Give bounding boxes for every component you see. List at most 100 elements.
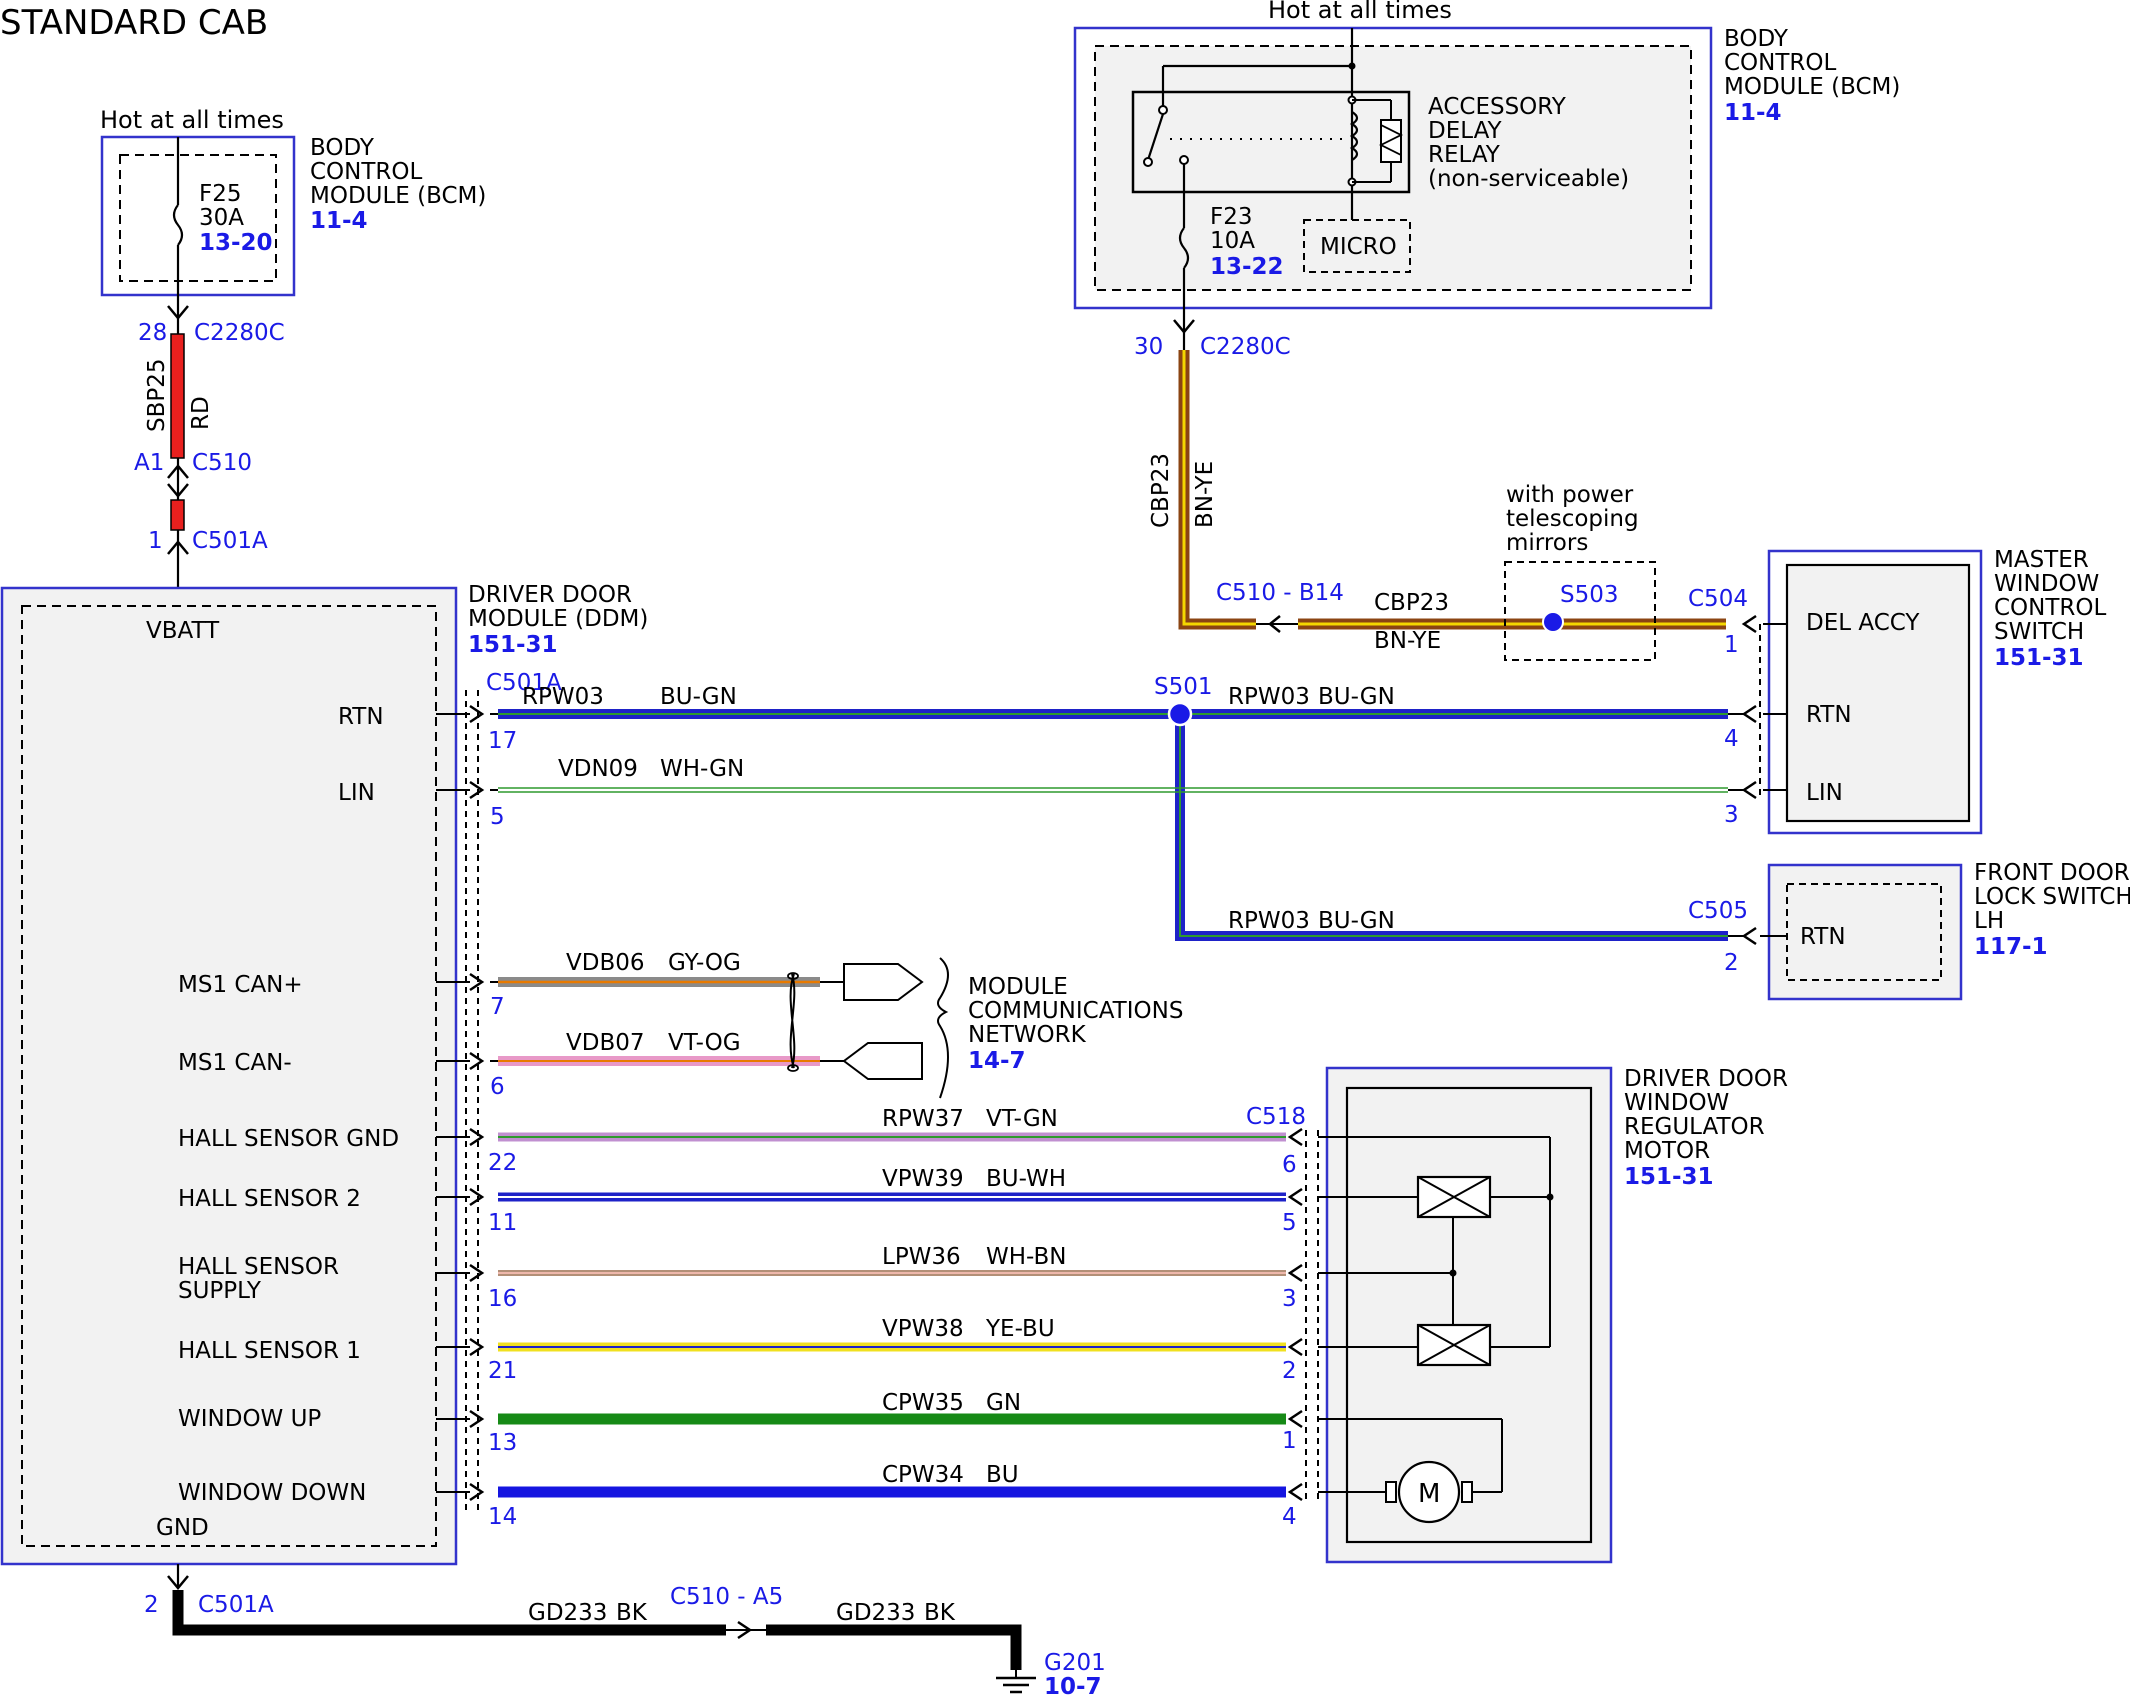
wire-up-pin: 13 bbox=[488, 1430, 517, 1456]
motor-inner bbox=[1345, 1086, 1593, 1544]
fdls-box bbox=[1767, 863, 1963, 1001]
wire-h2-pin: 11 bbox=[488, 1210, 517, 1236]
wire-rtn-door-circuit: RPW03 bbox=[1228, 908, 1310, 934]
wire-vdn09: 5 VDN09 WH-GN 3 bbox=[490, 756, 1744, 830]
wire-hsup-color: WH-BN bbox=[986, 1244, 1067, 1270]
wire-lin-right-pin: 3 bbox=[1724, 802, 1739, 828]
mwcs-inner bbox=[1785, 563, 1971, 823]
ddm-name-2: MODULE (DDM) bbox=[468, 606, 648, 632]
mwcs-name-4: SWITCH bbox=[1994, 619, 2084, 645]
wire-down-right-pin: 4 bbox=[1282, 1504, 1297, 1530]
connector-c501a-column: C501A bbox=[465, 670, 562, 1510]
bcm-left-box bbox=[100, 135, 296, 297]
ddm-pin-hall-supply-2: SUPPLY bbox=[178, 1278, 262, 1304]
bcm-right-ref: 11-4 bbox=[1724, 100, 1782, 126]
mirrors-option-box bbox=[1504, 561, 1656, 661]
wire-cbp23-color-h: BN-YE bbox=[1374, 628, 1441, 654]
bcm-left-name-3: MODULE (BCM) bbox=[310, 183, 486, 209]
page-title: STANDARD CAB bbox=[0, 3, 268, 43]
mcn-name: MODULE bbox=[968, 974, 1068, 1000]
wire-gd233-color: BK bbox=[616, 1600, 648, 1626]
mwcs-del-accy: DEL ACCY bbox=[1806, 610, 1920, 636]
wire-rtn-door-branch bbox=[1175, 714, 1728, 941]
connector-c2280c-symbol bbox=[167, 305, 189, 320]
wire-sbp25-color: RD bbox=[188, 396, 214, 430]
pin-a1: A1 bbox=[134, 450, 164, 476]
master-window-switch: DEL ACCY RTN LIN MASTER WINDOW CONTROL S… bbox=[1741, 547, 2107, 835]
motor-name-3: REGULATOR bbox=[1624, 1114, 1765, 1140]
wire-cbp23-color: BN-YE bbox=[1192, 461, 1218, 528]
wire-down-circuit: CPW34 bbox=[882, 1462, 964, 1488]
connector-c501a-label: C501A bbox=[486, 670, 562, 696]
ddm-pin-can-plus: MS1 CAN+ bbox=[178, 972, 303, 998]
wire-hsup-pin: 16 bbox=[488, 1286, 517, 1312]
ground-circuit: 2 C501A C510 - A5 GD233 BK GD233 BK G201… bbox=[144, 1564, 1106, 1696]
fuse-f25-label: F25 bbox=[199, 181, 242, 207]
fuse-f23-icon bbox=[1178, 227, 1190, 269]
mirrors-option-label-3: mirrors bbox=[1506, 530, 1588, 556]
ddm-module: VBATT GND RTN LIN MS1 CAN+ MS1 CAN- HALL… bbox=[0, 582, 648, 1566]
splice-s503 bbox=[1542, 611, 1564, 633]
splice-s503-label: S503 bbox=[1560, 582, 1619, 608]
mwcs-name-2: WINDOW bbox=[1994, 571, 2099, 597]
motor-ref: 151-31 bbox=[1624, 1164, 1714, 1190]
bcm-left-name-2: CONTROL bbox=[310, 159, 423, 185]
connector-c510-b14: C510 - B14 bbox=[1216, 580, 1344, 606]
wire-lin-pin: 5 bbox=[490, 804, 505, 830]
ddm-inner bbox=[21, 605, 437, 1547]
connector-c501a-top: C501A bbox=[192, 528, 268, 554]
fuse-f23-label: F23 bbox=[1210, 204, 1253, 230]
ddm-gnd: GND bbox=[156, 1515, 209, 1541]
wire-gd233-circuit-2: GD233 bbox=[836, 1600, 915, 1626]
wire-hgnd-color: VT-GN bbox=[986, 1106, 1058, 1132]
fuse-f25-icon bbox=[172, 204, 184, 246]
wire-h2-right-pin: 5 bbox=[1282, 1210, 1297, 1236]
relay-name-3: RELAY bbox=[1428, 142, 1501, 168]
wire-hsup-circuit: LPW36 bbox=[882, 1244, 961, 1270]
wire-rtn-right-pin: 4 bbox=[1724, 726, 1739, 752]
motor-name: DRIVER DOOR bbox=[1624, 1066, 1788, 1092]
wire-up-right-pin: 1 bbox=[1282, 1428, 1297, 1454]
pin-30: 30 bbox=[1134, 334, 1163, 360]
wire-cbp23: 30 C2280C CBP23 BN-YE C510 - B14 CBP23 B… bbox=[1134, 308, 1748, 661]
relay-name: ACCESSORY bbox=[1428, 94, 1567, 120]
relay-name-2: DELAY bbox=[1428, 118, 1503, 144]
wire-sbp25: 28 C2280C SBP25 RD A1 C510 1 C501A bbox=[134, 295, 285, 590]
mcn-ref: 14-7 bbox=[968, 1048, 1026, 1074]
wire-h2-circuit: VPW39 bbox=[882, 1166, 964, 1192]
connector-c510-a5-symbol bbox=[737, 1620, 753, 1640]
wire-rtn-right-circuit: RPW03 bbox=[1228, 684, 1310, 710]
fuse-f25-amps: 30A bbox=[199, 205, 244, 231]
ddm-pin-window-up: WINDOW UP bbox=[178, 1406, 321, 1432]
ground-ref: 10-7 bbox=[1044, 1674, 1102, 1696]
wire-hsup-right-pin: 3 bbox=[1282, 1286, 1297, 1312]
wire-cann-circuit: VDB07 bbox=[566, 1030, 645, 1056]
fdls-rtn: RTN bbox=[1800, 924, 1846, 950]
connector-c2280c: C2280C bbox=[194, 320, 285, 346]
twisted-pair-icon bbox=[789, 973, 796, 1069]
wire-gd233-left bbox=[172, 1590, 726, 1636]
wire-cbp23-circuit: CBP23 bbox=[1148, 453, 1174, 528]
relay-box bbox=[1131, 90, 1411, 194]
mwcs-rtn: RTN bbox=[1806, 702, 1852, 728]
mwcs-name-3: CONTROL bbox=[1994, 595, 2107, 621]
wire-cann-pin: 6 bbox=[490, 1074, 505, 1100]
wire-h1-color: YE-BU bbox=[985, 1316, 1055, 1342]
bcm-left-hot-label: Hot at all times bbox=[100, 106, 284, 134]
bcm-right-name: BODY bbox=[1724, 26, 1789, 52]
wire-hgnd-right-pin: 6 bbox=[1282, 1152, 1297, 1178]
mcn-brace bbox=[937, 957, 949, 1099]
wire-rtn-door-pin: 2 bbox=[1724, 950, 1739, 976]
pin-1: 1 bbox=[148, 528, 163, 554]
ddm-pin-lin: LIN bbox=[338, 780, 375, 806]
splice-s501-label: S501 bbox=[1154, 674, 1213, 700]
mwcs-lin: LIN bbox=[1806, 780, 1843, 806]
relay-name-4: (non-serviceable) bbox=[1428, 166, 1629, 192]
can-plus-connector-icon bbox=[843, 963, 924, 1001]
bcm-left-ref: 11-4 bbox=[310, 208, 368, 234]
motor-m-label: M bbox=[1418, 1479, 1440, 1509]
wire-rtn-pin: 17 bbox=[488, 728, 517, 754]
ground-symbol-icon bbox=[996, 1676, 1036, 1694]
wire-down-pin: 14 bbox=[488, 1504, 517, 1530]
